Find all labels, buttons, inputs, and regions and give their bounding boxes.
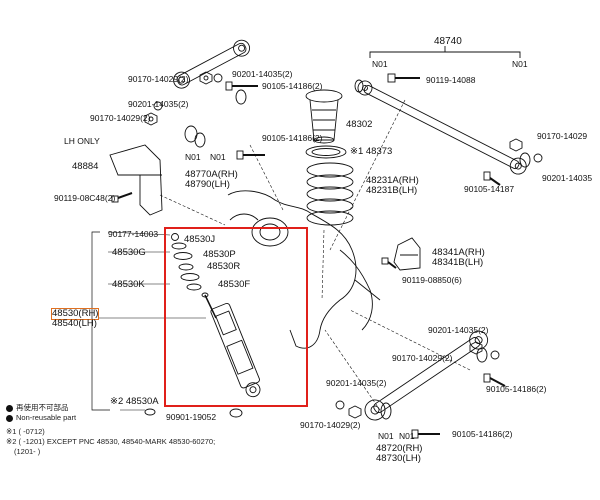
nut-90170-right	[509, 138, 523, 152]
washer-90201-bottom-left	[335, 400, 345, 410]
lateral-control-rod	[357, 80, 527, 175]
label-90105-14186[interactable]: 90105-14186(2)	[262, 81, 323, 91]
upper-control-arm-left	[173, 39, 251, 89]
nut-90901-19052	[229, 408, 243, 418]
bushing-upper-arm-1	[235, 89, 247, 105]
label-90170-14029[interactable]: 90170-14029(2)	[300, 420, 361, 430]
label-48231a[interactable]: 48231A(RH)	[366, 175, 419, 186]
bolt-90119-08c48	[111, 192, 133, 203]
coil-spring-48231	[306, 162, 354, 226]
footnote-2: ※2 ( -1201) EXCEPT PNC 48530, 48540-MARK…	[6, 437, 216, 446]
label-90901-19052[interactable]: 90901-19052	[166, 412, 217, 422]
washer-48530A	[144, 408, 156, 416]
bolt-90105-14187	[483, 171, 501, 186]
label-48530r[interactable]: 48530R	[207, 261, 241, 272]
label-90201-14035[interactable]: 90201-14035(2)	[428, 325, 489, 335]
label-48373[interactable]: ※1 48373	[350, 146, 393, 157]
label-48530g[interactable]: 48530G	[112, 247, 146, 258]
label-48530k[interactable]: 48530K	[112, 279, 145, 290]
highlight-box	[164, 227, 308, 407]
washer-90201-top	[213, 73, 223, 83]
nonreusable-symbol-icon	[6, 414, 13, 422]
label-90201-14035[interactable]: 90201-14035	[542, 173, 593, 183]
spring-insulator-48373	[305, 145, 347, 159]
label-90201-14035[interactable]: 90201-14035(2)	[128, 99, 189, 109]
nut-90170-bottom-right	[469, 341, 483, 355]
label-48540-lh[interactable]: 48540(LH)	[52, 318, 97, 329]
bolt-90119-14088	[387, 73, 420, 83]
label-n01: N01	[399, 431, 415, 441]
label-48341b[interactable]: 48341B(LH)	[432, 257, 484, 268]
label-48720-rh[interactable]: 48720(RH)	[376, 443, 423, 454]
label-n01: N01	[512, 59, 528, 69]
label-90170-14029[interactable]: 90170-14029(2)	[392, 353, 453, 363]
label-90201-14035[interactable]: 90201-14035(2)	[326, 378, 387, 388]
nut-90170-left	[144, 112, 158, 126]
nonreusable-symbol-icon	[6, 404, 13, 412]
footnote-1: ※1 ( -0712)	[6, 427, 45, 436]
label-90177-14003[interactable]: 90177-14003	[108, 229, 159, 239]
label-n01: N01	[378, 431, 394, 441]
washer-90201-right	[533, 153, 543, 163]
bump-stopper-48302	[305, 89, 343, 144]
label-48530a[interactable]: ※2 48530A	[110, 396, 159, 407]
bolt-90105-bottom-right2	[411, 429, 440, 439]
label-90119-08c48[interactable]: 90119-08C48(2)	[54, 193, 116, 203]
bracket-48884	[109, 144, 163, 216]
label-48530p[interactable]: 48530P	[203, 249, 236, 260]
label-48530j[interactable]: 48530J	[184, 234, 216, 245]
label-48231b[interactable]: 48231B(LH)	[366, 185, 418, 196]
label-90170-14029[interactable]: 90170-14029(2)	[90, 113, 151, 123]
bracket-48341	[393, 237, 421, 271]
bolt-90105-bottom-right1	[483, 373, 506, 387]
label-48730-lh[interactable]: 48730(LH)	[376, 453, 421, 464]
label-90105-14186[interactable]: 90105-14186(2)	[486, 384, 547, 394]
bolt-90105-mid	[236, 150, 265, 160]
label-n01: N01	[372, 59, 388, 69]
label-lh-only: LH ONLY	[64, 136, 100, 146]
label-48790[interactable]: 48790(LH)	[185, 179, 230, 190]
label-90119-14088[interactable]: 90119-14088	[426, 75, 476, 85]
label-48302[interactable]: 48302	[346, 119, 373, 130]
lower-control-arm-48720	[364, 330, 489, 421]
label-90170-14029[interactable]: 90170-14029	[537, 131, 588, 141]
label-48341a[interactable]: 48341A(RH)	[432, 247, 485, 258]
bolt-90119-08850	[381, 257, 397, 269]
label-48530-rh[interactable]: 48530(RH)	[50, 308, 100, 320]
footnote-2b: (1201- )	[14, 447, 41, 456]
label-48884[interactable]: 48884	[72, 161, 99, 172]
label-n01: N01	[210, 152, 226, 162]
washer-90201-left	[153, 101, 163, 111]
bolt-90105-top	[225, 81, 258, 91]
label-48530f[interactable]: 48530F	[218, 279, 251, 290]
legend-nonreusable-en: Non-reusable part	[6, 414, 76, 422]
label-90105-14186[interactable]: 90105-14186(2)	[262, 133, 323, 143]
label-n01: N01	[185, 152, 201, 162]
bracket-48740	[369, 51, 521, 58]
washer-90201-bottom-right	[490, 350, 500, 360]
label-90105-14186[interactable]: 90105-14186(2)	[452, 429, 513, 439]
label-48740[interactable]: 48740	[434, 36, 462, 47]
nut-90170-bottom-left	[348, 405, 362, 419]
axle-housing-section	[227, 190, 381, 349]
label-90119-08850[interactable]: 90119-08850(6)	[402, 275, 462, 285]
legend-nonreusable-jp: 再使用不可部品	[6, 404, 69, 412]
label-90201-14035[interactable]: 90201-14035(2)	[232, 69, 293, 79]
label-90105-14187[interactable]: 90105-14187	[464, 184, 515, 194]
shock-absorber-48530	[171, 233, 261, 398]
label-90170-14029[interactable]: 90170-14029(2)	[128, 74, 189, 84]
nut-90170-top-left	[199, 71, 213, 85]
label-48770a[interactable]: 48770A(RH)	[185, 169, 238, 180]
